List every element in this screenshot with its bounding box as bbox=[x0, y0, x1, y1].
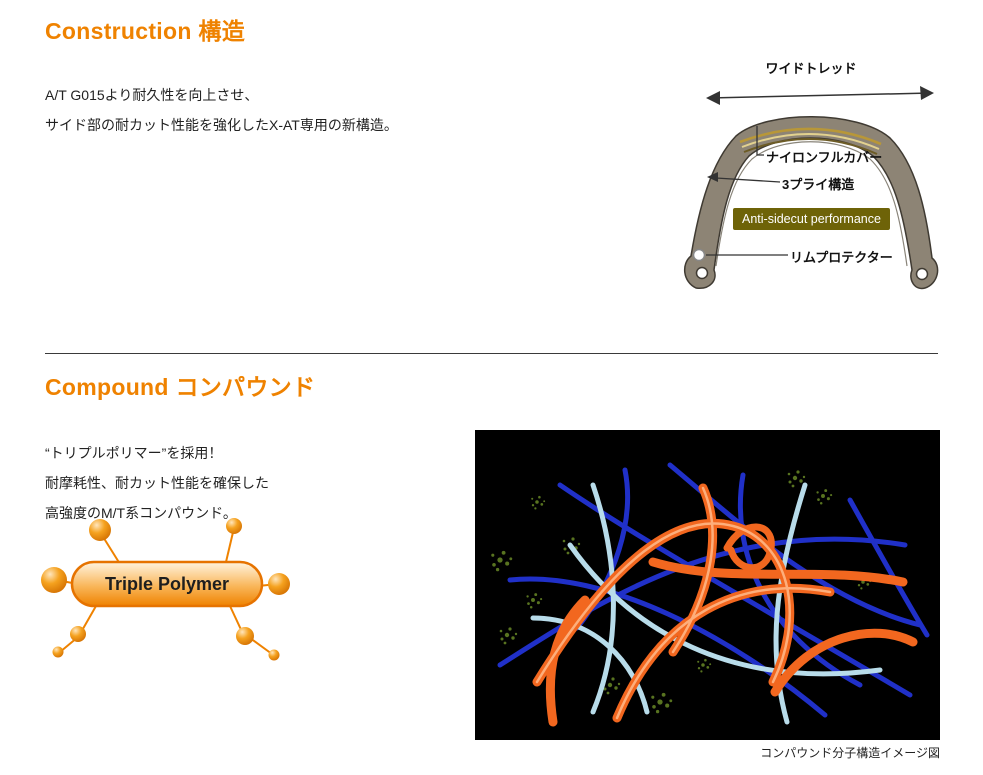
arrow-left-head bbox=[706, 91, 720, 105]
construction-body-line2: サイド部の耐カット性能を強化したX-AT専用の新構造。 bbox=[45, 117, 398, 133]
molecule-caption: コンパウンド分子構造イメージ図 bbox=[760, 746, 940, 760]
rim-protector-label: リムプロテクター bbox=[790, 250, 893, 265]
triple-polymer-molecule bbox=[41, 518, 290, 661]
section-divider bbox=[45, 353, 938, 354]
tire-cross-section bbox=[684, 86, 939, 290]
triple-polymer-graphic: Triple Polymer bbox=[38, 512, 294, 670]
construction-body: A/T G015より耐久性を向上させ、 サイド部の耐カット性能を強化したX-AT… bbox=[45, 80, 398, 140]
triple-polymer-label: Triple Polymer bbox=[104, 573, 230, 594]
molecule-structure-graphic bbox=[475, 430, 940, 740]
orange-chain-highlights bbox=[535, 486, 832, 720]
construction-body-line1: A/T G015より耐久性を向上させ、 bbox=[45, 87, 259, 103]
lightblue-polymer-chains bbox=[530, 482, 883, 725]
compound-body: “トリプルポリマー”を採用！ 耐摩耗性、耐カット性能を確保した 高強度のM/T系… bbox=[45, 438, 269, 528]
rim-protector-marker bbox=[692, 248, 706, 262]
construction-title: Construction 構造 bbox=[45, 18, 245, 44]
compound-body-line1: “トリプルポリマー”を採用！ bbox=[45, 445, 223, 461]
wide-tread-label: ワイドトレッド bbox=[765, 61, 857, 76]
compound-body-line3: 高強度のM/T系コンパウンド。 bbox=[45, 505, 237, 521]
arrow-right-head bbox=[920, 86, 934, 100]
compound-title: Compound コンパウンド bbox=[45, 374, 316, 400]
compound-body-line2: 耐摩耗性、耐カット性能を確保した bbox=[45, 475, 269, 491]
nylon-full-cover-label: ナイロンフルカバー bbox=[766, 150, 883, 165]
anti-sidecut-badge: Anti-sidecut performance bbox=[733, 208, 890, 230]
triple-polymer-pill bbox=[70, 560, 264, 608]
three-ply-label: 3プライ構造 bbox=[782, 177, 855, 192]
tire-diagram: ワイドトレッド ナイロンフルカバー 3プライ構造 Anti-sidecut pe… bbox=[676, 58, 946, 308]
molecule-image bbox=[475, 430, 940, 740]
